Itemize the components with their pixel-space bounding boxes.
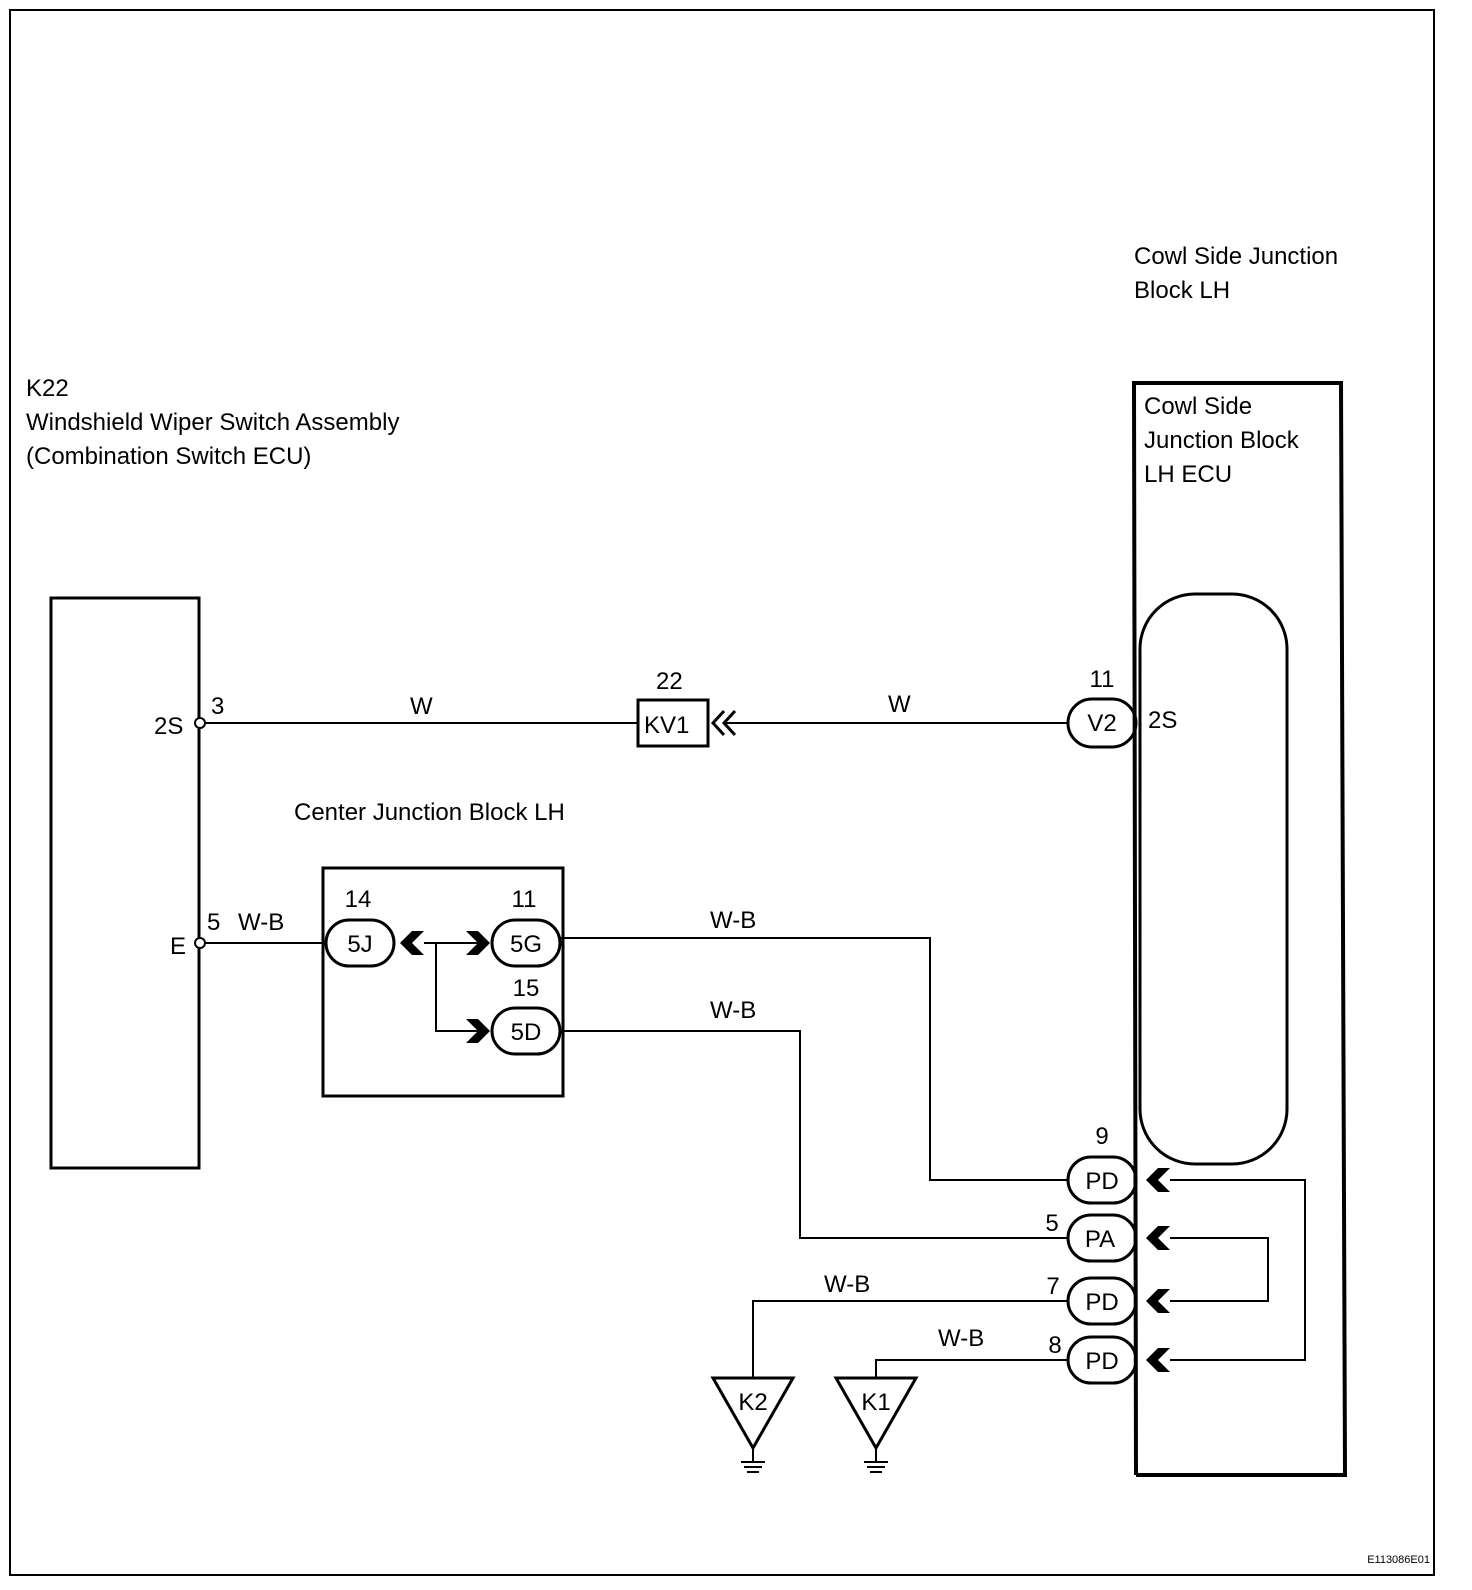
connector-5g-pin: 11 — [512, 886, 537, 913]
center-block-title: Center Junction Block LH — [294, 799, 565, 826]
ground-k1-icon — [864, 1448, 888, 1473]
center-block-box — [321, 866, 565, 1098]
connector-pa5 — [1066, 1213, 1138, 1263]
wire-5d-pa5 — [560, 1030, 1068, 1239]
wire-label-w2: W — [888, 691, 911, 718]
ground-k2-triangle — [710, 1376, 796, 1452]
pa5-chevron-icon — [1146, 1226, 1170, 1250]
center-block-internal-wire — [424, 942, 478, 1032]
wire-label-wb-5d: W-B — [710, 997, 756, 1024]
switch-assembly-box — [49, 596, 201, 1170]
ground-k1-label: K1 — [861, 1389, 890, 1416]
connector-pd8 — [1066, 1335, 1138, 1385]
cowl-block-title-line2: Block LH — [1134, 277, 1230, 304]
cowl-ecu-unit — [1138, 592, 1289, 1166]
cowl-internal-link-pa5-pd7 — [1170, 1237, 1269, 1302]
connector-pd9-label: PD — [1085, 1168, 1118, 1195]
switch-code: K22 — [26, 375, 69, 402]
wire-label-wb-5g: W-B — [710, 907, 756, 934]
wire-label-wb-k1: W-B — [938, 1325, 984, 1352]
diagram-frame — [9, 9, 1435, 1576]
switch-name: Windshield Wiper Switch Assembly — [26, 409, 399, 436]
5j-chevron-icon — [400, 931, 424, 955]
connector-5j — [324, 918, 396, 968]
connector-v2 — [1066, 697, 1138, 749]
ground-k1-triangle — [833, 1376, 919, 1452]
wire-pd7-k2 — [752, 1300, 1068, 1378]
cowl-ecu-line2: Junction Block — [1144, 427, 1300, 454]
wire-label-wb-k2: W-B — [824, 1271, 870, 1298]
connector-v2-terminal: 2S — [1148, 707, 1177, 734]
terminal-2s-name: 2S — [154, 713, 183, 740]
terminal-e-pin: 5 — [207, 909, 220, 936]
connector-5d-pin: 15 — [513, 975, 540, 1002]
connector-kv1-label: KV1 — [644, 712, 689, 739]
figure-code: E113086E01 — [1367, 1554, 1430, 1566]
cowl-internal-link-pd9-pd8 — [1170, 1179, 1306, 1361]
terminal-2s-pin: 3 — [211, 693, 224, 720]
connector-v2-label: V2 — [1087, 710, 1116, 737]
connector-pd8-pin: 8 — [1048, 1332, 1061, 1359]
cowl-block-title-line1: Cowl Side Junction — [1134, 243, 1338, 270]
cowl-ecu-line3: LH ECU — [1144, 461, 1232, 488]
ground-k2-icon — [741, 1448, 765, 1473]
connector-5j-label: 5J — [347, 931, 372, 958]
ground-k2-label: K2 — [738, 1389, 767, 1416]
connector-pd7 — [1066, 1276, 1138, 1326]
terminal-e-name: E — [170, 933, 186, 960]
wire-label-w1: W — [410, 693, 433, 720]
wire-label-wb-e: W-B — [238, 909, 284, 936]
cowl-block-outline — [1131, 381, 1348, 1477]
cowl-ecu-line1: Cowl Side — [1144, 393, 1252, 420]
wire-pd8-k1 — [875, 1359, 1068, 1378]
connector-pd7-label: PD — [1085, 1289, 1118, 1316]
connector-pd9-pin: 9 — [1095, 1123, 1108, 1150]
5d-chevron-icon — [466, 1019, 490, 1043]
connector-kv1-pin: 22 — [656, 668, 683, 695]
connector-5g-label: 5G — [510, 931, 542, 958]
terminal-e-node — [194, 937, 206, 949]
5g-chevron-icon — [466, 931, 490, 955]
connector-5j-pin: 14 — [345, 886, 372, 913]
wire-5g-pd9 — [560, 937, 1068, 1181]
connector-pd7-pin: 7 — [1046, 1273, 1059, 1300]
pd8-chevron-icon — [1146, 1348, 1170, 1372]
connector-kv1 — [636, 698, 710, 748]
connector-5d-label: 5D — [511, 1019, 542, 1046]
connector-pa5-pin: 5 — [1045, 1210, 1058, 1237]
pd7-chevron-icon — [1146, 1289, 1170, 1313]
pd9-chevron-icon — [1146, 1168, 1170, 1192]
switch-subname: (Combination Switch ECU) — [26, 443, 311, 470]
connector-pd8-label: PD — [1085, 1348, 1118, 1375]
terminal-2s-node — [194, 717, 206, 729]
connector-v2-pin: 11 — [1090, 666, 1115, 693]
connector-pd9 — [1066, 1155, 1138, 1205]
connector-pa5-label: PA — [1085, 1226, 1115, 1253]
connector-5g — [490, 918, 562, 968]
